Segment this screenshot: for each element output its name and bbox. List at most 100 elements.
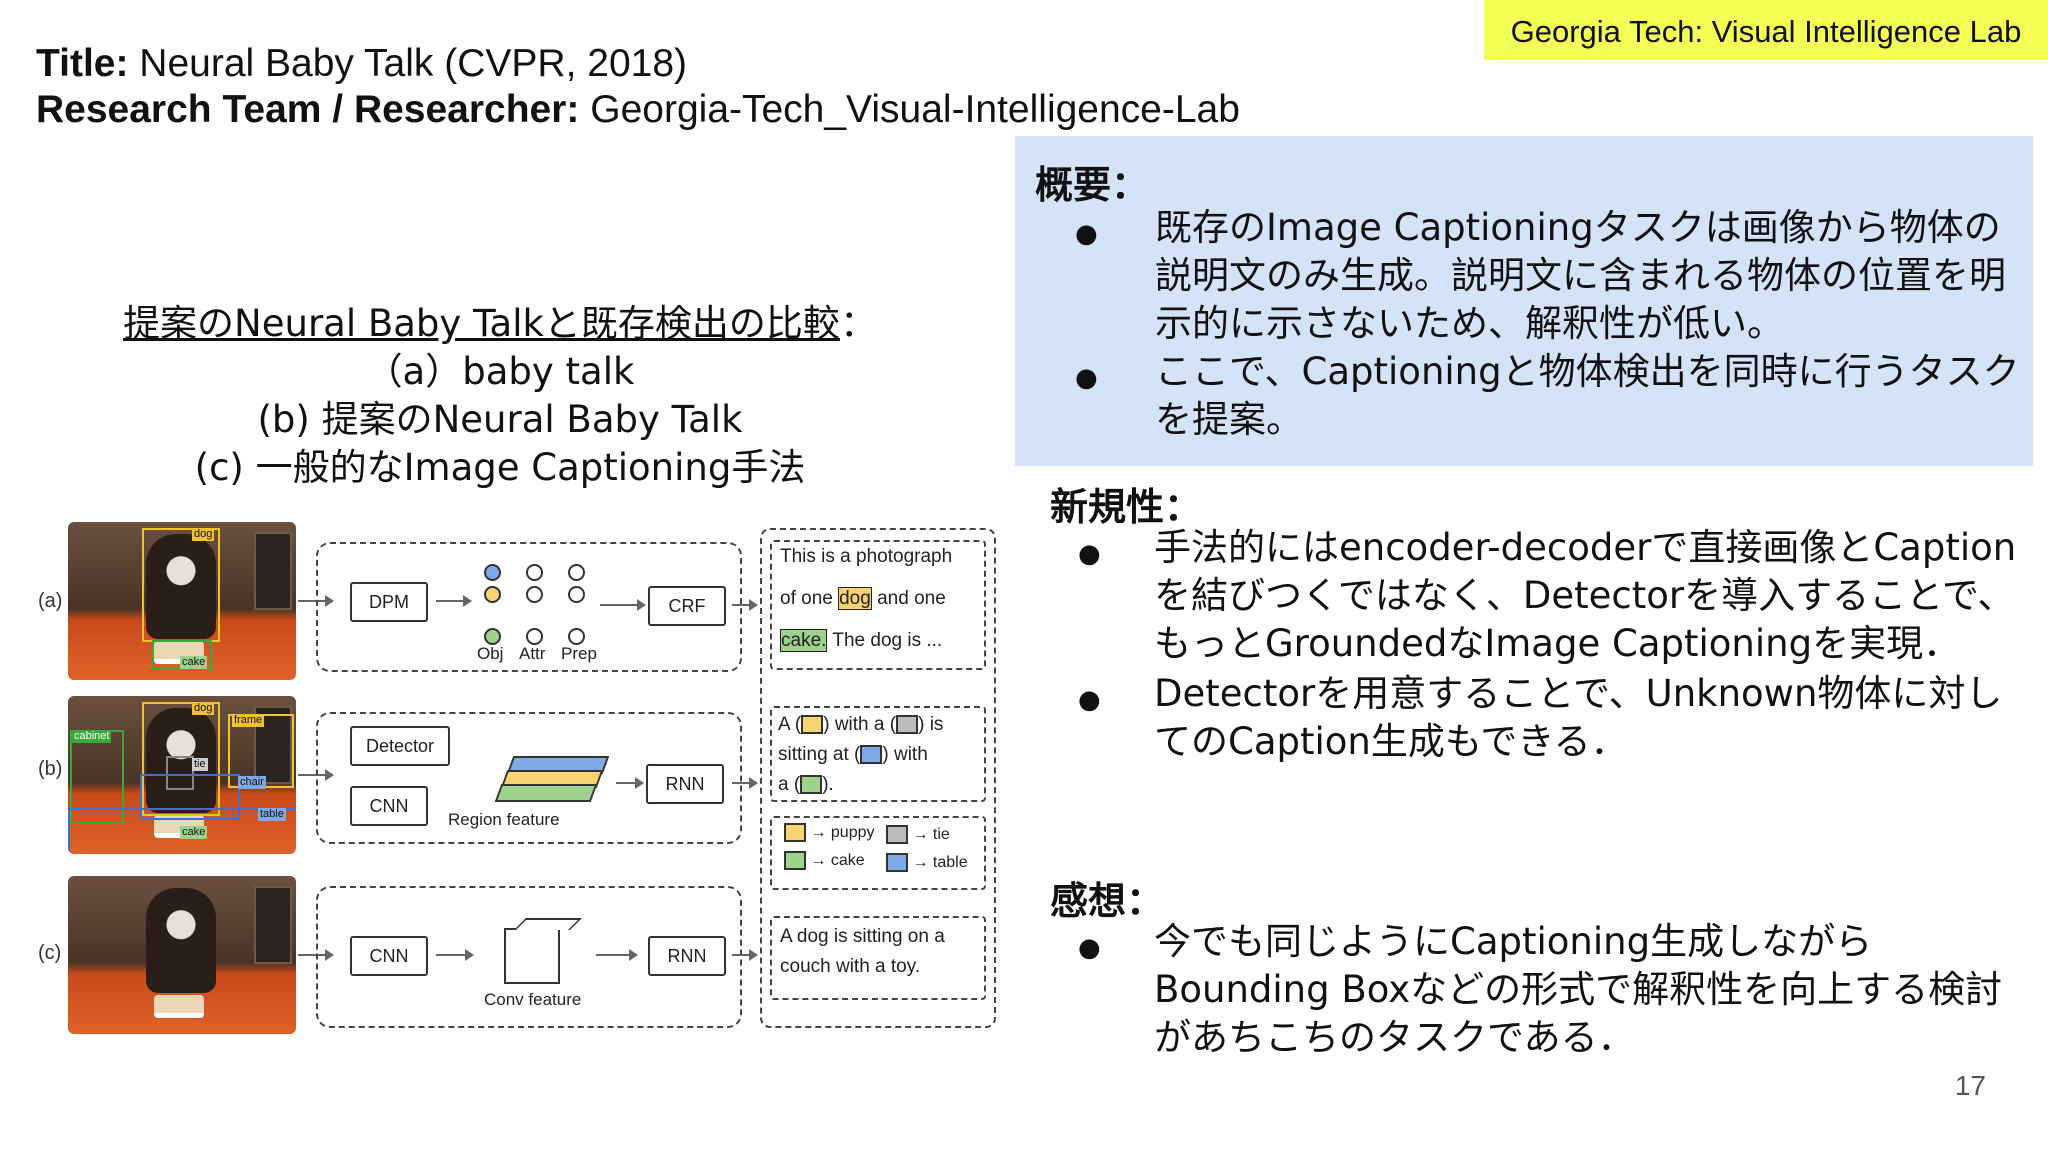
caption-b-t6: a ( xyxy=(778,774,801,795)
comparison-item-b: (b) 提案のNeural Baby Talk xyxy=(257,398,743,441)
caption-box-a xyxy=(770,540,986,670)
node-prep-1 xyxy=(568,564,585,581)
caption-b-t7: ). xyxy=(822,774,834,795)
bbox-dog xyxy=(142,702,220,816)
caption-b-t3: ) is xyxy=(918,714,944,735)
node-label-obj: Obj xyxy=(477,644,504,663)
caption-a-highlight-dog: dog xyxy=(838,587,872,610)
legend-puppy-text: puppy xyxy=(830,824,875,841)
caption-a-line1: This is a photograph xyxy=(780,546,953,567)
comparison-heading-line: 提案のNeural Baby Talkと既存検出の比較： xyxy=(90,300,910,348)
novelty-bullet-2: Detectorを用意することで、Unknown物体に対してのCaption生成… xyxy=(1078,670,2018,766)
caption-c-line2: couch with a toy. xyxy=(780,956,921,977)
node-obj-1 xyxy=(484,564,501,581)
picture-frame xyxy=(254,532,292,610)
legend-tie-text: tie xyxy=(932,826,950,843)
rnn-box-c: RNN xyxy=(648,936,726,976)
caption-a-text3: The dog is ... xyxy=(827,630,943,651)
impressions-title: 感想： xyxy=(1050,879,1165,923)
picture-frame xyxy=(254,886,292,964)
bbox-chair xyxy=(140,774,240,820)
bbox-table xyxy=(68,808,296,854)
node-attr-3 xyxy=(526,628,543,645)
caption-box-b xyxy=(770,706,986,802)
slot-yellow xyxy=(801,715,824,735)
bbox-label-dog: dog xyxy=(192,528,215,541)
conv-feature-label: Conv feature xyxy=(484,990,582,1009)
comparison-block: 提案のNeural Baby Talkと既存検出の比較： （a）baby tal… xyxy=(90,300,910,492)
team-value: Georgia-Tech_Visual-Intelligence-Lab xyxy=(579,88,1240,131)
caption-box-c xyxy=(770,916,986,1000)
cnn-box-b: CNN xyxy=(350,786,428,826)
legend-cake-text: cake xyxy=(830,852,865,869)
title-value: Neural Baby Talk (CVPR, 2018) xyxy=(128,42,687,85)
dog-figure xyxy=(146,534,216,639)
bbox-label-frame: frame xyxy=(232,714,265,727)
cake-figure xyxy=(154,995,204,1018)
node-obj-2 xyxy=(484,586,501,603)
node-attr-2 xyxy=(526,586,543,603)
pipeline-c-box xyxy=(316,886,742,1028)
bbox-cake xyxy=(152,640,212,670)
region-feature-label: Region feature xyxy=(448,810,560,829)
dog-photo-b: cabinet dog frame tie chair table cake xyxy=(68,696,296,854)
arrow-c2 xyxy=(436,949,474,961)
caption-b-t4: sitting at ( xyxy=(778,744,861,765)
conv-cube-front xyxy=(504,928,560,984)
node-label-prep: Prep xyxy=(561,644,597,663)
arrow-a2 xyxy=(436,595,472,607)
comparison-item-c: (c) 一般的なImage Captioning手法 xyxy=(194,446,806,489)
arrow-c1 xyxy=(298,949,334,961)
page-number: 17 xyxy=(1954,1070,1986,1101)
novelty-bullet-1: 手法的にはencoder-decoderで直接画像とCaptionを結びつくでは… xyxy=(1078,524,2018,668)
overview-list: 既存のImage Captioningタスクは画像から物体の説明文のみ生成。説明… xyxy=(1075,204,2025,444)
bbox-tie xyxy=(166,756,194,790)
bbox-dog xyxy=(142,528,220,642)
arrow-b3 xyxy=(732,777,758,789)
caption-a-line3: cake. The dog is ... xyxy=(780,626,942,655)
title-line: Title: Neural Baby Talk (CVPR, 2018) xyxy=(36,42,687,86)
rnn-box-b: RNN xyxy=(646,764,724,804)
dpm-box: DPM xyxy=(350,582,428,622)
caption-a-text: of one xyxy=(780,588,839,609)
legend-swatch-green xyxy=(784,851,806,871)
pipeline-a-box xyxy=(316,542,742,672)
bbox-label-tie: tie xyxy=(192,758,208,771)
method-comparison-figure: (a) (b) (c) dog cake DPM Obj Attr Prep C… xyxy=(38,518,1000,1038)
legend-tie: → tie xyxy=(886,820,950,849)
comparison-item-a: （a）baby talk xyxy=(365,350,635,393)
caption-b-line1: A () with a () is xyxy=(778,710,943,739)
dog-photo-a: dog cake xyxy=(68,522,296,680)
row-label-b: (b) xyxy=(38,758,63,780)
comparison-heading-colon: ： xyxy=(839,302,877,345)
caption-a-line2: of one dog and one xyxy=(780,584,946,613)
pipeline-b-box xyxy=(316,712,742,844)
legend-cake: → cake xyxy=(784,846,865,875)
slot-green xyxy=(800,775,823,795)
overview-bullet-1: 既存のImage Captioningタスクは画像から物体の説明文のみ生成。説明… xyxy=(1075,204,2025,348)
comparison-heading: 提案のNeural Baby Talkと既存検出の比較 xyxy=(123,302,840,345)
impressions-list: 今でも同じようにCaptioning生成しながらBounding Boxなどの形… xyxy=(1078,918,2018,1062)
novelty-title: 新規性： xyxy=(1050,485,1203,529)
legend-swatch-yellow xyxy=(784,823,806,843)
team-label: Research Team / Researcher: xyxy=(36,88,580,131)
caption-b-line2: sitting at () with xyxy=(778,740,928,769)
crf-box: CRF xyxy=(648,586,726,626)
legend-box-b xyxy=(770,816,986,890)
arrow-b1 xyxy=(298,769,334,781)
detector-box: Detector xyxy=(350,726,450,766)
dog-photo-c xyxy=(68,876,296,1034)
arrow-c3 xyxy=(596,949,638,961)
lab-badge: Georgia Tech: Visual Intelligence Lab xyxy=(1484,0,2048,60)
caption-a-highlight-cake: cake. xyxy=(780,629,828,652)
bbox-label-cake: cake xyxy=(180,656,208,669)
conv-cube-top xyxy=(514,918,582,930)
arrow-c4 xyxy=(732,949,758,961)
impressions-bullet-1: 今でも同じようにCaptioning生成しながらBounding Boxなどの形… xyxy=(1078,918,2018,1062)
node-prep-2 xyxy=(568,586,585,603)
novelty-list: 手法的にはencoder-decoderで直接画像とCaptionを結びつくでは… xyxy=(1078,524,2018,766)
row-label-c: (c) xyxy=(38,942,62,964)
bbox-label-table: table xyxy=(258,808,286,821)
node-label-attr: Attr xyxy=(519,644,546,663)
bbox-label-dog: dog xyxy=(192,702,215,715)
